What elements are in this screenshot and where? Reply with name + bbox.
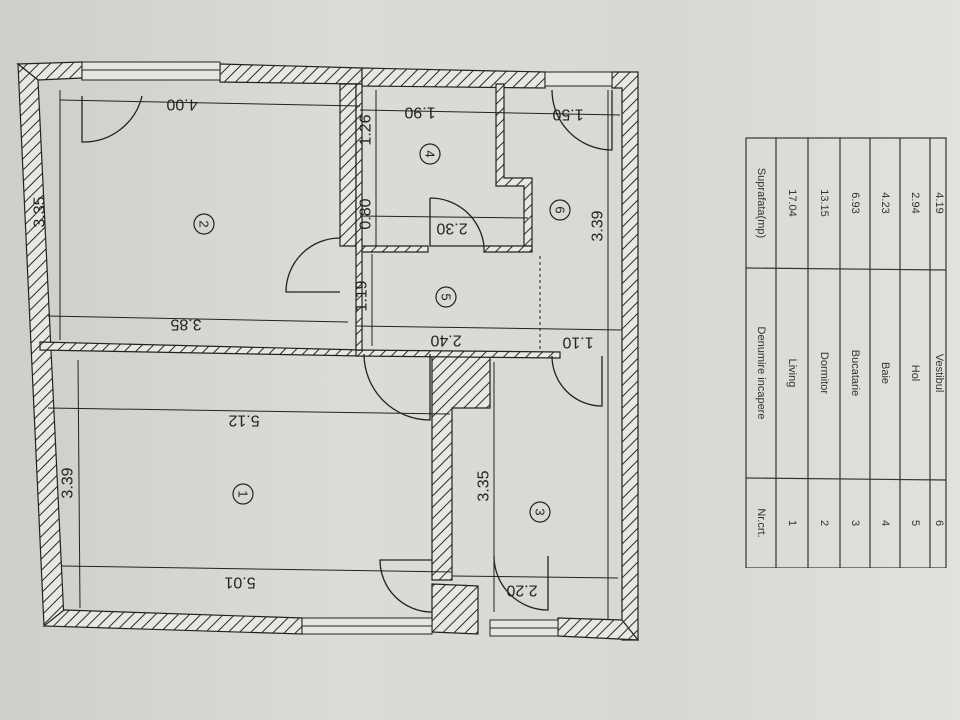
table-cell-nr: 3 [849, 520, 861, 526]
dim-dormitor-top: 4.00 [166, 96, 197, 113]
dim-vestibul-bottom: 1.10 [562, 334, 593, 351]
room-number-6: 6 [553, 206, 568, 213]
table-header-area: Suprafata(mp) [755, 168, 767, 238]
table-cell-area: 4.19 [933, 192, 945, 213]
room-number-5: 5 [439, 293, 454, 300]
room-number-4: 4 [423, 150, 438, 157]
room-area-table: Suprafata(mp) Denumire incapere Nr.crt. … [740, 128, 950, 569]
dim-dormitor-bottom: 3.85 [170, 316, 201, 333]
table-cell-name: Living [786, 359, 798, 388]
doors [81, 89, 613, 613]
table-cell-area: 2.94 [909, 192, 921, 213]
dim-dormitor-side: 3.35 [32, 196, 49, 227]
dimension-lines [47, 90, 623, 620]
dim-living-top: 5.12 [228, 412, 259, 429]
room-marker-2 [193, 213, 215, 235]
table-header-name: Denumire incapere [755, 327, 767, 420]
room-marker-5 [435, 286, 457, 308]
table-cell-name: Bucatarie [849, 350, 861, 396]
room-markers [193, 143, 571, 523]
room-marker-4 [419, 143, 441, 165]
table-cell-name: Dormitor [818, 352, 830, 395]
table-cell-area: 13.15 [818, 189, 830, 217]
dim-baie-lower: 0.80 [358, 198, 375, 229]
table-header-nr: Nr.crt. [755, 508, 767, 537]
room-number-1: 1 [236, 490, 251, 497]
dim-bucatarie-bottom: 2.20 [506, 582, 537, 599]
room-marker-3 [529, 501, 551, 523]
table-cell-area: 17.04 [786, 189, 798, 217]
table-cell-nr: 5 [909, 520, 921, 526]
room-number-2: 2 [197, 220, 212, 227]
room-marker-1 [232, 483, 254, 505]
dim-bucatarie-side: 3.35 [476, 470, 493, 501]
dim-living-bottom: 5.01 [224, 574, 255, 591]
dim-vestibul-top: 1.50 [552, 106, 583, 123]
table-cell-area: 6.93 [849, 192, 861, 213]
dim-vestibul-side: 3.39 [590, 210, 607, 241]
table-cell-nr: 1 [786, 520, 798, 526]
windows [81, 61, 613, 637]
table-cell-name: Hol [909, 365, 921, 382]
dim-baie-top: 1.90 [404, 104, 435, 121]
table-cell-nr: 4 [879, 520, 891, 526]
dim-living-side: 3.39 [60, 467, 77, 498]
table-cell-name: Vestibul [933, 354, 945, 393]
dim-hol-side: 1.19 [354, 280, 371, 311]
table-cell-area: 4.23 [879, 192, 891, 213]
table-cell-nr: 2 [818, 520, 830, 526]
dim-hol-bottom: 2.40 [430, 332, 461, 349]
walls [16, 61, 640, 641]
table-cell-name: Baie [879, 362, 891, 384]
dim-baie-door: 2.30 [436, 220, 467, 237]
dim-baie-side: 1.26 [358, 114, 375, 145]
room-marker-6 [549, 199, 571, 221]
room-number-3: 3 [533, 508, 548, 515]
table-cell-nr: 6 [933, 520, 945, 526]
